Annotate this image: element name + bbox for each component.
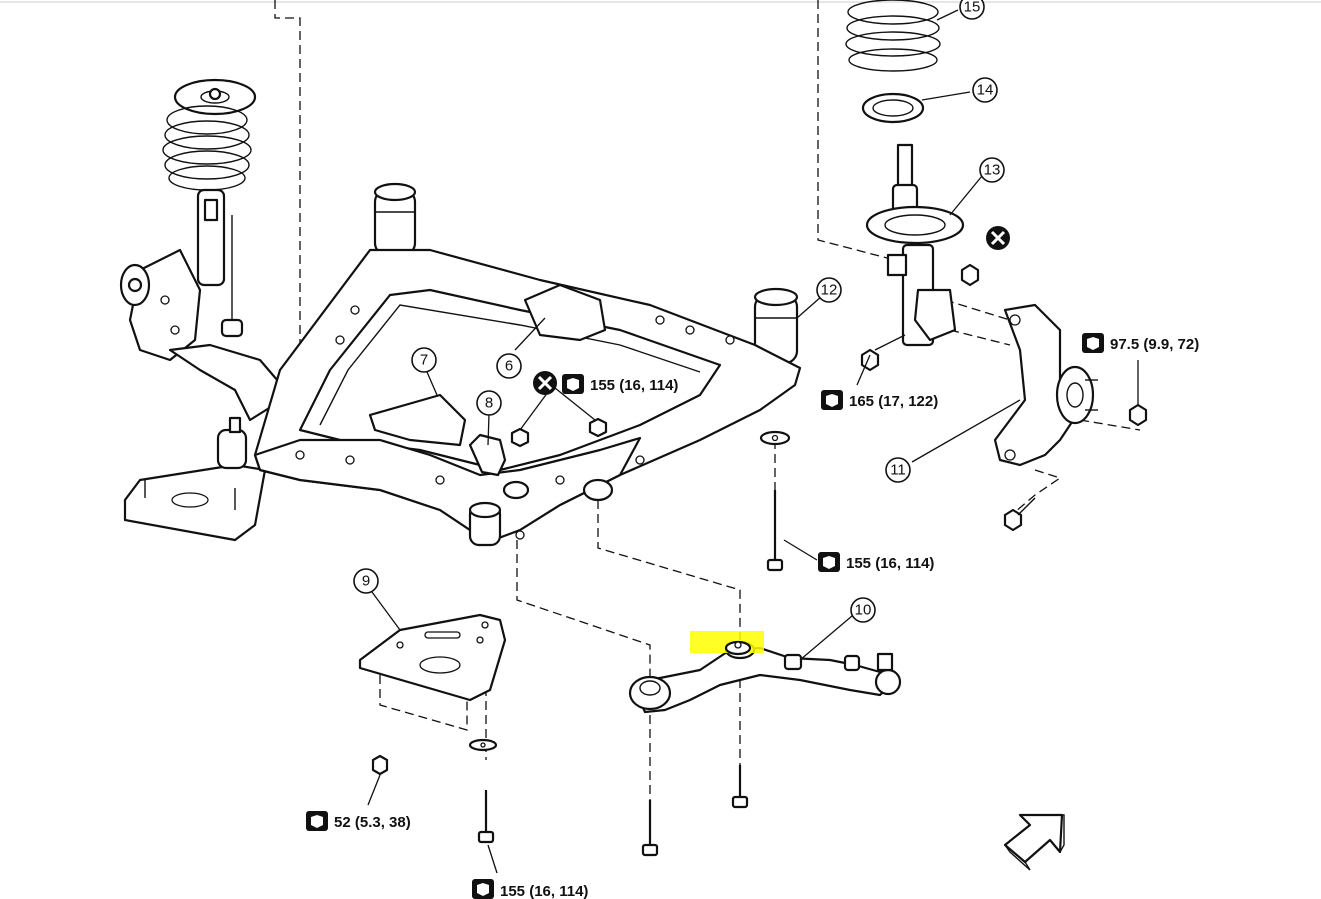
do-not-reuse-icon: [986, 226, 1010, 250]
callout-12: 12: [816, 277, 842, 303]
torque-spec-4: 155 (16, 114): [818, 552, 934, 572]
do-not-reuse-icon: [533, 371, 557, 395]
callout-12-label: 12: [821, 282, 838, 299]
torque-value: 97.5 (9.9, 72): [1110, 336, 1199, 353]
callout-15-label: 15: [964, 0, 981, 16]
torque-wrench-icon: [562, 374, 584, 394]
torque-spec-3: 97.5 (9.9, 72): [1082, 333, 1199, 353]
torque-wrench-icon: [306, 811, 328, 831]
callout-9: 9: [353, 568, 379, 594]
torque-value: 52 (5.3, 38): [334, 814, 411, 831]
leader-lines: [367, 9, 1139, 874]
torque-wrench-icon: [472, 879, 494, 899]
callout-8-label: 8: [485, 395, 493, 412]
torque-spec-1: 155 (16, 114): [562, 374, 678, 394]
callout-10-label: 10: [855, 602, 872, 619]
callout-15: 15: [959, 0, 985, 20]
callout-13-label: 13: [984, 162, 1001, 179]
callout-11-label: 11: [890, 462, 906, 479]
torque-wrench-icon: [821, 390, 843, 410]
callout-7-label: 7: [420, 352, 428, 369]
transverse-link: [628, 640, 902, 857]
torque-value: 155 (16, 114): [500, 883, 588, 899]
front-suspension-member: [253, 182, 802, 547]
highlighted-bushing-hole: [734, 641, 742, 649]
callout-7: 7: [411, 347, 437, 373]
torque-spec-2: 165 (17, 122): [821, 390, 938, 410]
torque-wrench-icon: [818, 552, 840, 572]
callout-8: 8: [476, 390, 502, 416]
callout-14-label: 14: [977, 82, 994, 99]
torque-wrench-icon: [1082, 333, 1104, 353]
torque-value: 165 (17, 122): [849, 393, 938, 410]
callout-14: 14: [972, 77, 998, 103]
torque-spec-5: 52 (5.3, 38): [306, 811, 411, 831]
member-stay-plate: [358, 613, 507, 844]
right-strut-exploded: [845, 0, 1148, 532]
member-mounting-bolts: [759, 430, 791, 572]
callout-6-label: 6: [505, 358, 513, 375]
front-direction-arrow-icon: [1003, 813, 1065, 871]
torque-spec-6: 155 (16, 114): [472, 879, 588, 899]
torque-value: 155 (16, 114): [846, 555, 934, 572]
left-strut-assembly: [119, 78, 292, 542]
callout-10: 10: [850, 597, 876, 623]
torque-value: 155 (16, 114): [590, 377, 678, 394]
callout-6: 6: [496, 353, 522, 379]
callout-13: 13: [979, 157, 1005, 183]
callout-9-label: 9: [362, 573, 370, 590]
callout-11: 11: [885, 457, 911, 483]
